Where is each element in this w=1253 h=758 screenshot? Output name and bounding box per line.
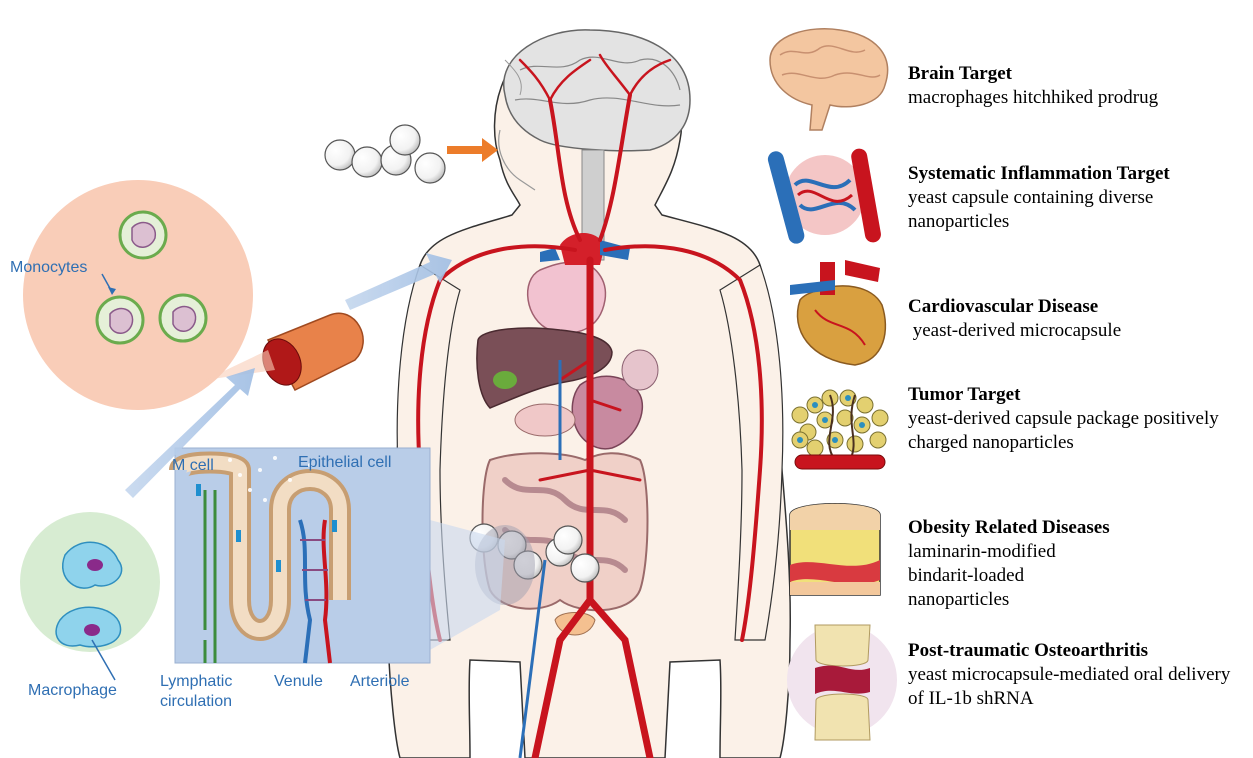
- target-title: Cardiovascular Disease: [908, 295, 1253, 319]
- target-title: Brain Target: [908, 62, 1253, 86]
- target-desc: yeast capsule containing diverse nanopar…: [908, 186, 1178, 234]
- macrophage-bubble: [20, 512, 160, 680]
- label-circulation: circulation: [160, 693, 232, 710]
- label-epithelial-cell: Epithelial cell: [298, 454, 391, 471]
- target-systematic-inflammation: Systematic Inflammation Target yeast cap…: [908, 162, 1253, 234]
- adipose-tissue-icon: [790, 504, 880, 595]
- target-title: Systematic Inflammation Target: [908, 162, 1253, 186]
- heart-icon: [790, 260, 885, 365]
- target-title: Post-traumatic Osteoarthritis: [908, 639, 1253, 663]
- target-title: Obesity Related Diseases: [908, 516, 1253, 540]
- joint-icon: [787, 625, 897, 740]
- label-macrophage: Macrophage: [28, 682, 117, 699]
- target-desc: laminarin-modified bindarit-loaded nanop…: [908, 540, 1123, 612]
- tumor-icon: [792, 390, 888, 469]
- target-tumor: Tumor Target yeast-derived capsule packa…: [908, 383, 1253, 455]
- oral-capsule-group: [325, 125, 445, 183]
- label-venule: Venule: [274, 673, 323, 690]
- brain-organ: [504, 30, 690, 151]
- brain-icon: [770, 29, 888, 130]
- target-title: Tumor Target: [908, 383, 1253, 407]
- orange-arrow: [447, 138, 498, 162]
- target-obesity: Obesity Related Diseases laminarin-modif…: [908, 516, 1253, 612]
- target-desc: macrophages hitchhiked prodrug: [908, 86, 1253, 110]
- label-monocytes: Monocytes: [10, 259, 87, 276]
- target-cardiovascular: Cardiovascular Disease yeast-derived mic…: [908, 295, 1253, 343]
- inflamed-vessels-icon: [766, 147, 882, 245]
- human-body: [387, 30, 790, 758]
- target-osteoarthritis: Post-traumatic Osteoarthritis yeast micr…: [908, 639, 1253, 711]
- label-m-cell: M cell: [172, 457, 214, 474]
- target-desc: yeast microcapsule-mediated oral deliver…: [908, 663, 1238, 711]
- target-brain: Brain Target macrophages hitchhiked prod…: [908, 62, 1253, 110]
- target-desc: yeast-derived capsule package positively…: [908, 407, 1238, 455]
- label-lymphatic: Lymphatic: [160, 673, 232, 690]
- heart-organ: [528, 262, 606, 333]
- target-desc: yeast-derived microcapsule: [908, 319, 1253, 343]
- label-arteriole: Arteriole: [350, 673, 410, 690]
- blood-vessel: [256, 313, 364, 391]
